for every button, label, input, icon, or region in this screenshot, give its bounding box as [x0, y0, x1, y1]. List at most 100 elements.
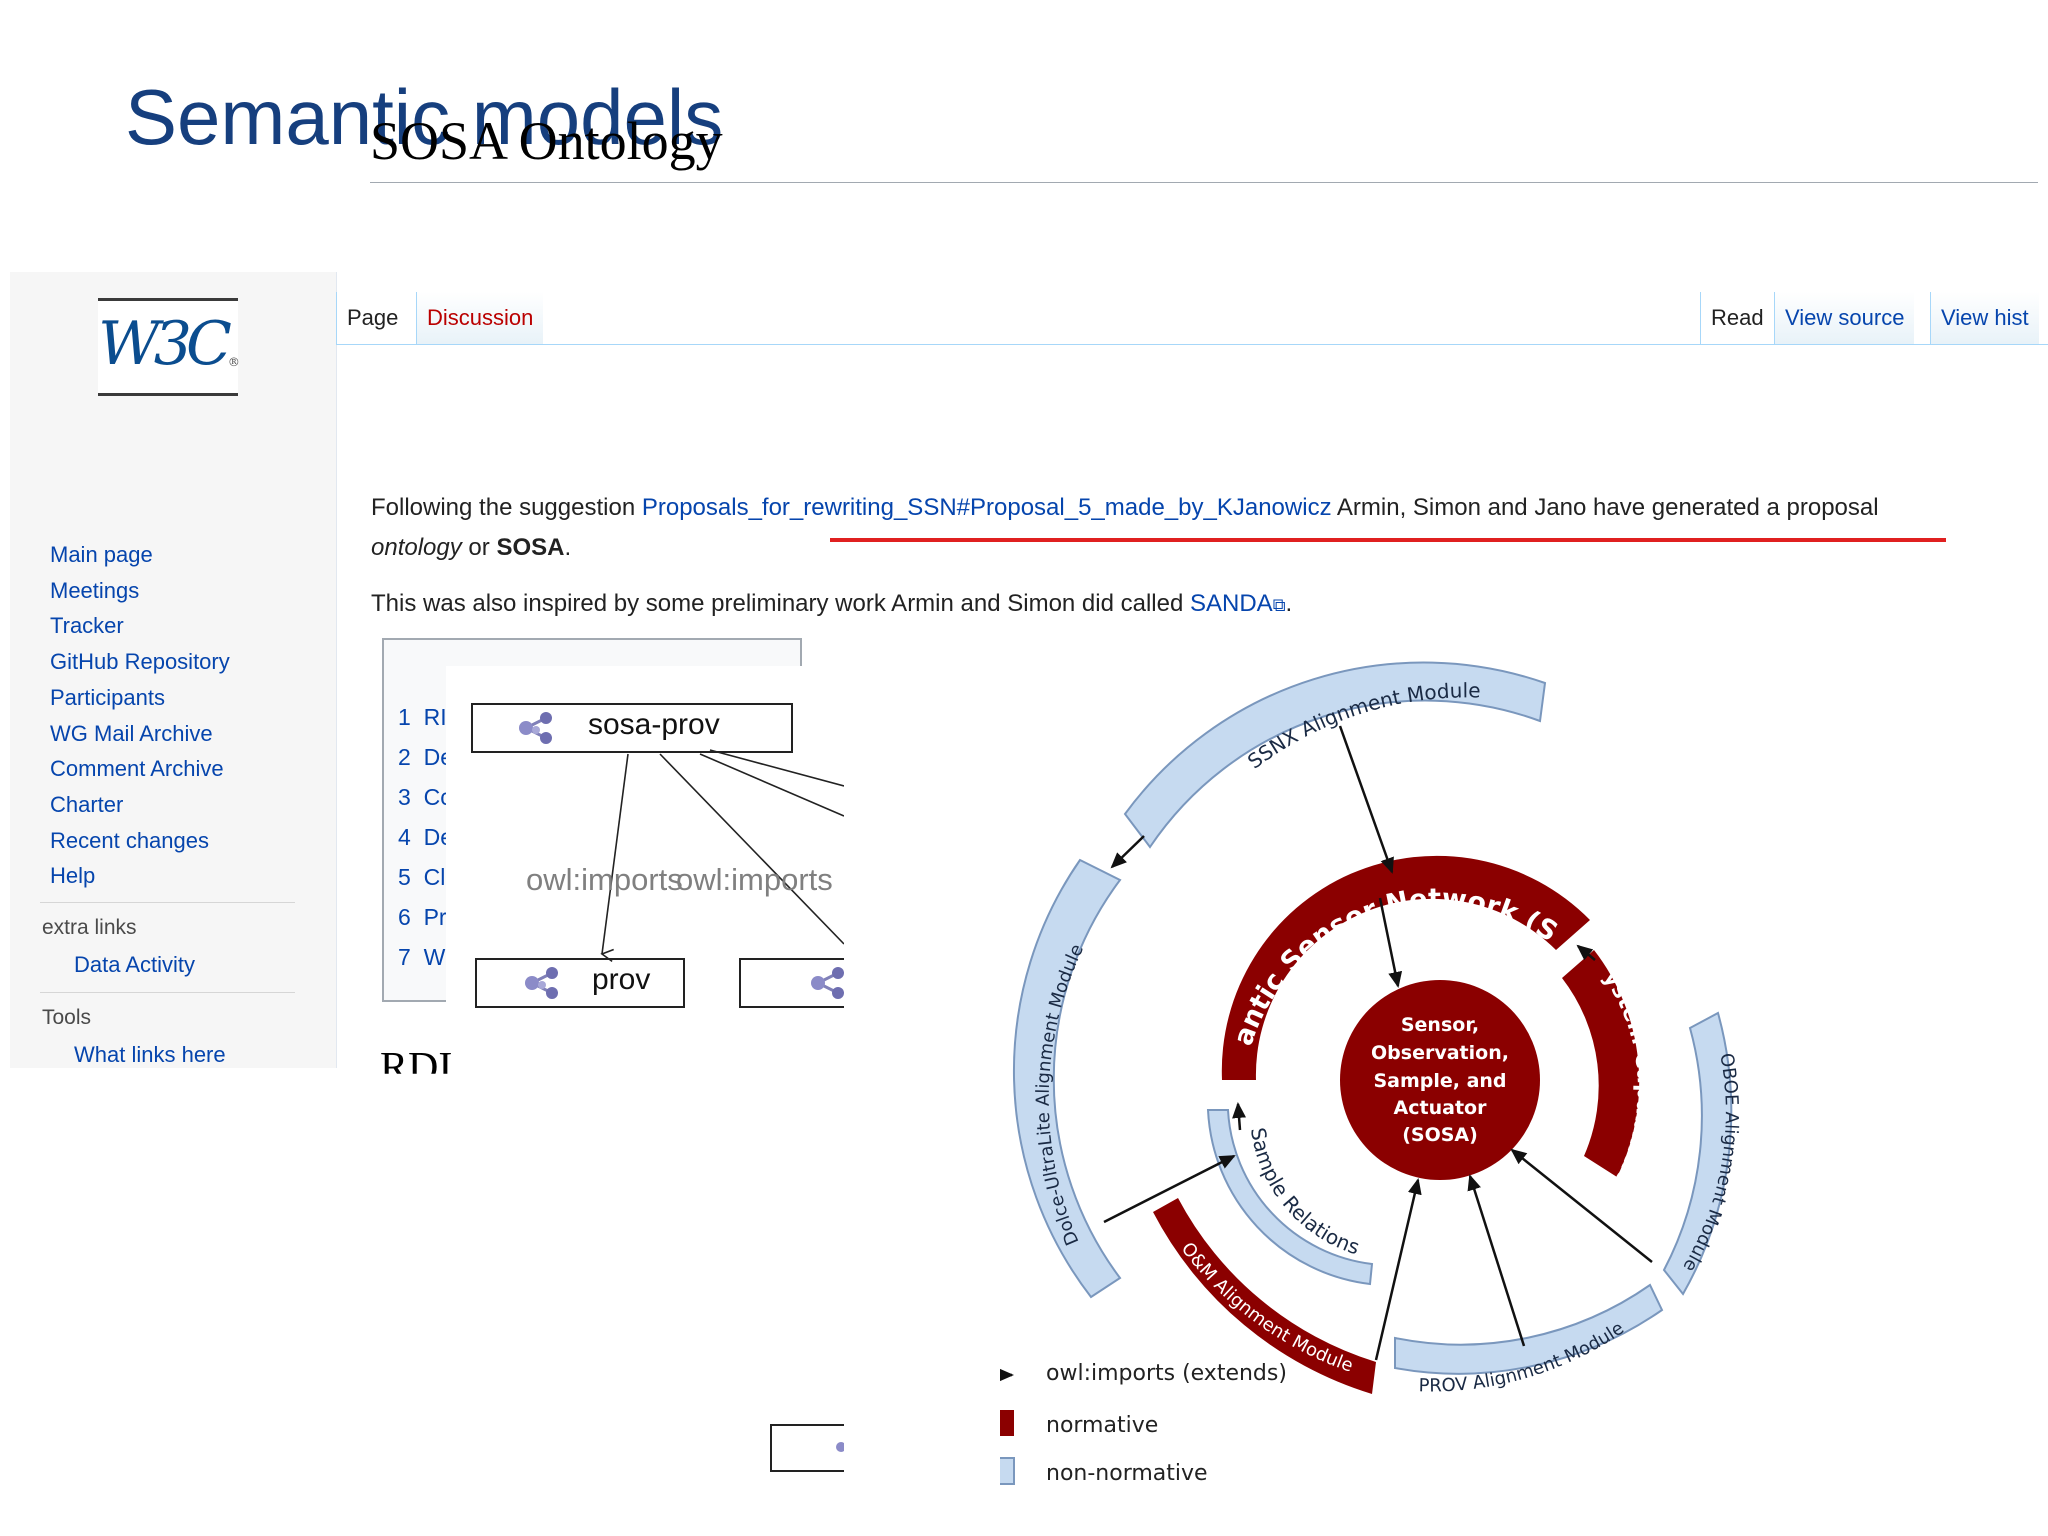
import-arrow	[1338, 725, 1394, 874]
import-graph-svg	[471, 703, 844, 1008]
tab-view-history[interactable]: View hist	[1930, 292, 2039, 344]
toc-num: 6	[398, 904, 411, 930]
node-cut-off-bottom[interactable]	[770, 1424, 844, 1472]
ssnx-alignment-module[interactable]	[1123, 661, 1547, 849]
import-arrow	[1103, 1154, 1236, 1224]
nav-comment-archive[interactable]: Comment Archive	[50, 756, 224, 782]
prov-alignment-module[interactable]	[1394, 1283, 1664, 1375]
sosa-word: SOSA	[496, 534, 565, 561]
core-line: Sensor,	[1401, 1014, 1479, 1036]
ontology-icon	[836, 1442, 844, 1452]
tools-heading: Tools	[42, 1006, 92, 1029]
nav-participants[interactable]: Participants	[50, 684, 165, 710]
nav-charter[interactable]: Charter	[50, 791, 124, 817]
toc-num: 4	[398, 824, 411, 850]
tool-what-links-here[interactable]: What links here	[74, 1042, 226, 1067]
nav-help[interactable]: Help	[50, 863, 96, 889]
legend-non-normative-label: non-normative	[1046, 1461, 1208, 1486]
toc-num: 5	[398, 864, 411, 890]
nav-data-activity[interactable]: Data Activity	[74, 952, 196, 977]
sample-relations-module[interactable]	[1206, 1109, 1374, 1286]
toc-num: 2	[398, 744, 411, 770]
w3c-logo[interactable]: W3C®	[98, 298, 240, 396]
toc-item[interactable]: 7 W	[398, 944, 445, 971]
ssn-module-diagram: SSNX Alignment Module Semantic Sensor Ne…	[1000, 640, 1742, 1485]
tab-page[interactable]: Page	[336, 292, 409, 344]
core-line: (SOSA)	[1402, 1124, 1478, 1146]
sosa-core-label: Sensor, Observation, Sample, and Actuato…	[1371, 1014, 1509, 1146]
sidebar-divider	[40, 902, 295, 903]
tab-discussion[interactable]: Discussion	[416, 292, 544, 344]
red-underline-annotation	[830, 538, 1946, 542]
ontology-icon	[525, 967, 558, 999]
wiki-screenshot: W3C® Main page Meetings Tracker GitHub R…	[10, 272, 2048, 1068]
ssn-module[interactable]	[1221, 855, 1590, 1080]
toc-item[interactable]: 4 De	[398, 824, 453, 851]
toc-item[interactable]: 5 Cl	[398, 864, 445, 891]
system-capabilities-module[interactable]	[1562, 950, 1640, 1177]
page-title: SOSA Ontology	[370, 111, 723, 171]
or-word: or	[461, 534, 497, 561]
nav-tracker[interactable]: Tracker	[50, 613, 124, 639]
tab-view-source[interactable]: View source	[1774, 292, 1915, 344]
import-arrow	[1232, 1102, 1247, 1131]
nav-wg-mail-archive[interactable]: WG Mail Archive	[50, 720, 213, 746]
proposal-link[interactable]: Proposals_for_rewriting_SSN#Proposal_5_m…	[641, 494, 1332, 521]
dolce-alignment-module[interactable]	[1013, 858, 1122, 1299]
import-graph-panel: sosa-prov prov owl:imports owl:imports	[446, 666, 844, 1012]
legend-non-normative-swatch	[1000, 1457, 1015, 1485]
oboe-alignment-module[interactable]	[1662, 1011, 1733, 1296]
extra-links-heading: extra links	[42, 916, 137, 939]
toc-text: Cl	[423, 864, 446, 890]
legend-normative-label: normative	[1046, 1413, 1159, 1438]
node-label-sosa-prov: sosa-prov	[588, 708, 720, 741]
sanda-suffix: .	[1285, 590, 1293, 617]
toc-item[interactable]: 3 Cc	[398, 784, 452, 811]
import-arrow	[1467, 1174, 1526, 1347]
import-arrow	[1510, 1148, 1653, 1263]
registered-mark: ®	[227, 355, 240, 369]
import-edge	[699, 753, 844, 817]
toc-item[interactable]: 6 Pr	[398, 904, 447, 931]
toc-item[interactable]: 2 De	[398, 744, 453, 771]
external-link-icon: ⧉	[1272, 595, 1286, 615]
tab-read[interactable]: Read	[1700, 292, 1774, 344]
w3c-logo-text: W3C	[98, 309, 232, 379]
period: .	[564, 534, 572, 561]
toc-text: RI	[423, 704, 447, 730]
cut-off-node-panel	[770, 1424, 844, 1472]
toc-item[interactable]: 1 RI	[398, 704, 447, 731]
intro-prefix: Following the suggestion	[371, 494, 642, 521]
ontology-icon	[811, 967, 844, 999]
nav-main-page[interactable]: Main page	[50, 542, 153, 567]
ontology-icon	[519, 712, 552, 744]
edge-label-owl-imports: owl:imports	[676, 862, 833, 897]
edge-label-owl-imports: owl:imports	[526, 862, 683, 897]
core-line: Sample, and	[1373, 1070, 1506, 1092]
toc-text: Pr	[423, 904, 447, 930]
import-arrow	[1378, 897, 1403, 988]
nav-recent-changes[interactable]: Recent changes	[50, 827, 209, 853]
intro-paragraph-line1: Following the suggestion Proposals_for_r…	[371, 494, 1879, 522]
core-line: Actuator	[1394, 1097, 1488, 1119]
section-heading-stub: RDI	[380, 1045, 453, 1091]
nav-github-repository[interactable]: GitHub Repository	[50, 649, 230, 675]
nav-meetings[interactable]: Meetings	[50, 577, 140, 603]
legend-normative-swatch	[1000, 1410, 1014, 1436]
sanda-paragraph: This was also inspired by some prelimina…	[371, 590, 1292, 618]
om-alignment-module[interactable]	[1153, 1198, 1376, 1394]
sosa-core-module[interactable]	[1340, 980, 1540, 1180]
node-label-prov: prov	[592, 963, 651, 996]
tab-bar-border	[336, 344, 2048, 345]
node-prov[interactable]	[475, 958, 685, 1008]
node-cut-off[interactable]	[739, 958, 844, 1008]
toc-text: W	[423, 944, 446, 970]
sanda-link[interactable]: SANDA	[1190, 590, 1273, 617]
import-arrow	[1110, 835, 1145, 869]
sidebar-divider	[40, 992, 295, 993]
sanda-prefix: This was also inspired by some prelimina…	[371, 590, 1190, 617]
import-arrow	[1374, 1178, 1422, 1361]
title-rule	[370, 182, 2038, 183]
toc-num: 7	[398, 944, 411, 970]
import-edge	[709, 749, 844, 787]
